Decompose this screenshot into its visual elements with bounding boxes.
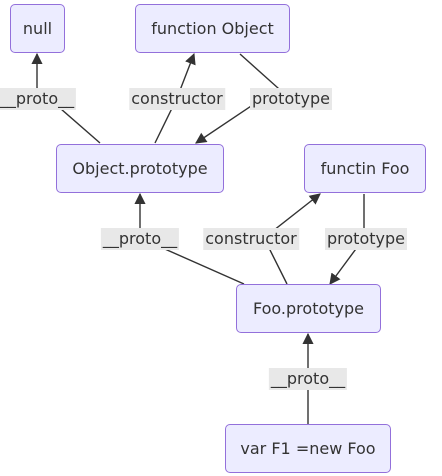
edge-label-proto: __proto__ — [0, 88, 77, 110]
edge-label-prototype: prototype — [325, 228, 407, 250]
node-null: null — [10, 4, 65, 53]
node-functin-foo: functin Foo — [304, 144, 426, 193]
node-object-prototype: Object.prototype — [56, 144, 224, 193]
edge-label-constructor: constructor — [203, 228, 299, 250]
edge-label-prototype: prototype — [250, 88, 332, 110]
edge-label-proto: __proto__ — [100, 228, 180, 250]
node-var-f1: var F1 =new Foo — [225, 424, 391, 473]
edge-label-proto: __proto__ — [268, 368, 348, 390]
node-function-object: function Object — [135, 4, 290, 53]
edge-label-constructor: constructor — [129, 88, 225, 110]
node-foo-prototype: Foo.prototype — [236, 284, 381, 333]
